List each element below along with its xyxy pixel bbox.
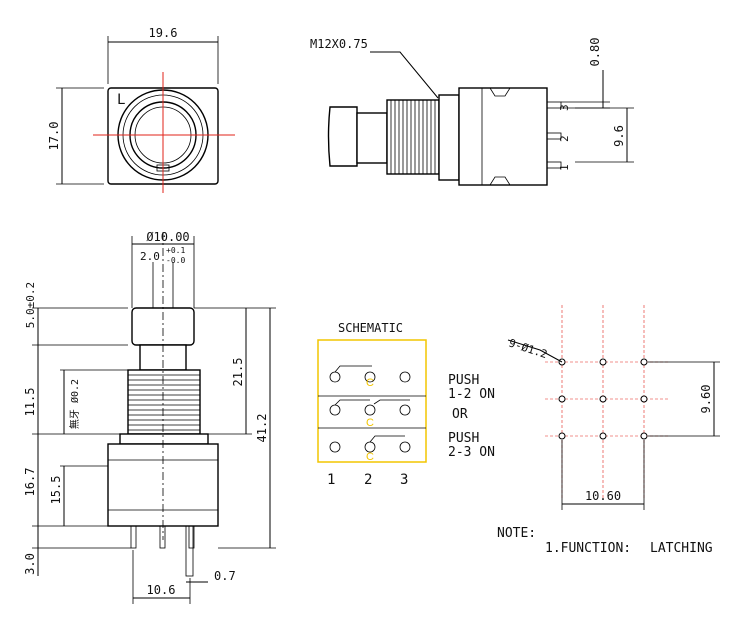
front-pin-mid — [159, 525, 166, 549]
pcb-horizontal-label: 10.60 — [585, 489, 621, 503]
side-pin-1 — [546, 161, 562, 169]
upper-height-label: 21.5 — [231, 358, 245, 387]
thread-label: M12X0.75 — [310, 37, 368, 51]
total-height-label: 41.2 — [255, 414, 269, 443]
schematic-row-3 — [329, 435, 411, 453]
pcb-holes — [558, 358, 648, 440]
front-pin-long — [185, 525, 194, 577]
hole-leader — [507, 339, 563, 363]
schematic: SCHEMATIC C C C 1 2 3 PUSH 1-2 ON OR PUS… — [317, 321, 495, 488]
front-thread — [127, 369, 201, 435]
front-flange — [119, 433, 209, 445]
terminal-label-1: 1 — [327, 472, 335, 488]
pin-pitch-label: 9.6 — [612, 125, 626, 147]
terminal-label-3: 3 — [400, 472, 408, 488]
top-view: L 19.6 17.0 — [47, 26, 235, 193]
common-label-2: C — [366, 417, 374, 429]
thread-length-label: 11.5 — [23, 388, 37, 417]
side-pin-label-2: 2 — [558, 135, 571, 142]
schematic-row-2 — [329, 399, 411, 416]
top-height-label: 17.0 — [47, 122, 61, 151]
notes: NOTE: 1.FUNCTION: LATCHING — [497, 526, 713, 556]
push-top-line2: 1-2 ON — [448, 387, 495, 402]
side-neck — [356, 112, 388, 164]
side-thread-lines — [390, 100, 436, 174]
side-pin-2 — [546, 132, 562, 140]
base-width-label: 10.6 — [147, 583, 176, 597]
tol-main-label: 2.0 — [140, 250, 160, 263]
side-clips — [489, 87, 511, 186]
top-width-label: 19.6 — [149, 26, 178, 40]
tol-upper-label: +0.1 — [166, 246, 185, 255]
pin-length-label: 3.0 — [23, 553, 37, 575]
body-inner-label: 15.5 — [49, 476, 63, 505]
terminal-label-2: 2 — [364, 472, 372, 488]
or-label: OR — [452, 407, 468, 422]
thread-leader-line — [370, 51, 439, 99]
front-pin-left — [130, 525, 137, 549]
body-height-label: 16.7 — [23, 468, 37, 497]
orientation-mark: L — [117, 92, 125, 108]
pitch-top-label: 0.80 — [588, 38, 602, 67]
schematic-box — [317, 339, 427, 463]
side-view: 3 2 1 M12X0.75 0.80 9.6 — [310, 37, 634, 186]
diameter-label: Ø10.00 — [146, 230, 189, 244]
side-cap — [327, 106, 358, 167]
push-top-line1: PUSH — [448, 373, 479, 388]
note-function-value: LATCHING — [650, 541, 713, 556]
note-function-label: 1.FUNCTION: — [545, 541, 631, 556]
front-thread-lines — [128, 374, 200, 431]
front-view: Ø10.00 2.0 +0.1 -0.0 5.0±0.2 11.5 16.7 3… — [23, 230, 276, 604]
common-label-1: C — [366, 377, 374, 389]
side-pin-label-1: 1 — [558, 164, 571, 171]
push-bottom-line2: 2-3 ON — [448, 445, 495, 460]
hole-label: 9-Ø1.2 — [507, 336, 549, 361]
pcb-layout: 9-Ø1.2 9.60 10.60 — [507, 305, 720, 510]
pin-width-label: 0.7 — [214, 569, 236, 583]
common-label-3: C — [366, 451, 374, 463]
note-title: NOTE: — [497, 526, 536, 541]
cap-height-label: 5.0±0.2 — [24, 282, 37, 328]
side-pin-3 — [546, 101, 562, 109]
schematic-title: SCHEMATIC — [338, 321, 403, 335]
pcb-vertical-label: 9.60 — [699, 385, 713, 414]
push-bottom-line1: PUSH — [448, 431, 479, 446]
tol-lower-label: -0.0 — [166, 256, 185, 265]
side-body — [458, 87, 548, 186]
thread-note-label: 無牙 Ø0.2 — [68, 379, 81, 429]
side-flange — [438, 94, 460, 181]
schematic-row-1 — [329, 365, 411, 383]
